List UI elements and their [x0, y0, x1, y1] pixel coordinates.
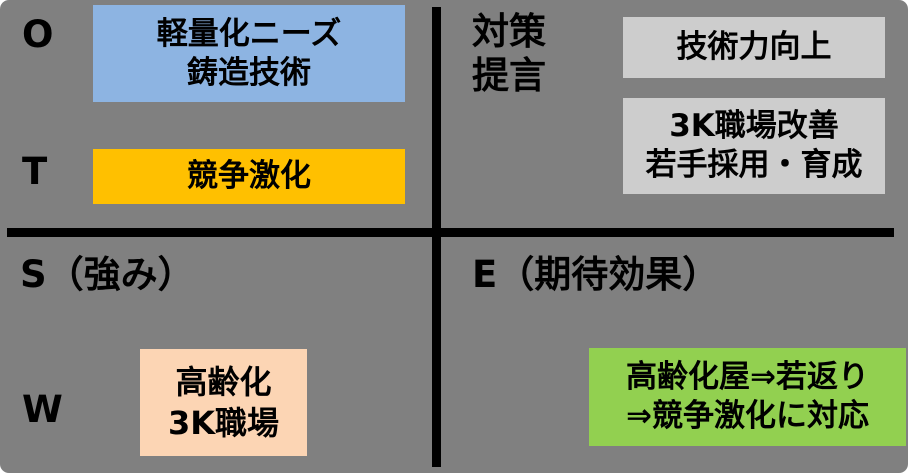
measure-box-workplace-line2: 若手採用・育成	[645, 147, 863, 183]
horizontal-divider-line	[7, 228, 894, 237]
weakness-box-line2: 3K職場	[167, 403, 280, 442]
vertical-divider-line	[432, 7, 441, 467]
opportunity-box-line2: 鋳造技術	[187, 54, 311, 91]
threat-box: 競争激化	[93, 149, 405, 204]
measure-box-technology-label: 技術力向上	[676, 29, 832, 65]
quadrant-label-w: W	[22, 388, 63, 431]
expected-effect-box-line1: 高齢化屋⇒若返り	[626, 359, 869, 395]
threat-box-label: 競争激化	[187, 158, 311, 194]
quadrant-label-s-strength: S（強み）	[20, 253, 195, 296]
measures-header: 対策 提言	[472, 10, 546, 98]
measure-box-workplace: 3K職場改善 若手採用・育成	[623, 98, 885, 194]
expected-effect-box: 高齢化屋⇒若返り ⇒競争激化に対応	[589, 348, 906, 446]
measures-header-line2: 提言	[472, 54, 546, 97]
opportunity-box-line1: 軽量化ニーズ	[156, 15, 342, 52]
measure-box-workplace-line1: 3K職場改善	[669, 108, 839, 144]
weakness-box: 高齢化 3K職場	[140, 349, 307, 456]
quadrant-label-t: T	[22, 150, 48, 193]
quadrant-label-e-expected-effect: E（期待効果）	[472, 253, 720, 296]
weakness-box-line1: 高齢化	[175, 362, 272, 401]
measure-box-technology: 技術力向上	[623, 17, 885, 78]
opportunity-box: 軽量化ニーズ 鋳造技術	[93, 5, 405, 102]
quadrant-label-o: O	[22, 13, 54, 56]
measures-header-line1: 対策	[472, 10, 546, 53]
expected-effect-box-line2: ⇒競争激化に対応	[626, 398, 869, 434]
